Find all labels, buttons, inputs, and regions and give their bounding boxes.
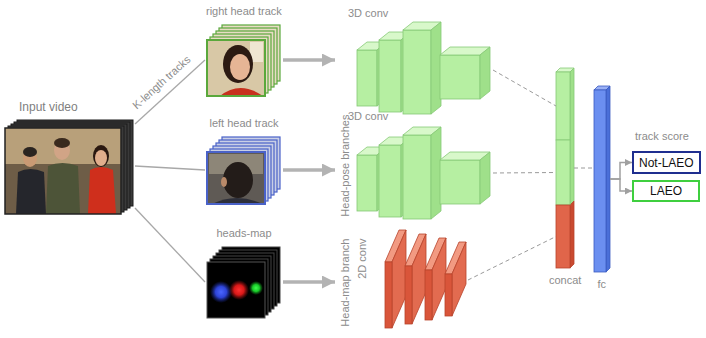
video-frames bbox=[95, 150, 107, 166]
fc-bar-art bbox=[606, 86, 610, 272]
conv3d-blocks bbox=[403, 135, 431, 219]
video-frames bbox=[46, 163, 80, 214]
concat-bar: concat bbox=[556, 68, 574, 268]
conv2d-slabs bbox=[445, 274, 452, 316]
conv3d-blocks bbox=[440, 160, 480, 204]
output-annotation: track score bbox=[635, 130, 689, 143]
heads-map-frames bbox=[249, 281, 263, 295]
right-track-frames bbox=[207, 40, 265, 96]
layer-label: fc bbox=[598, 278, 607, 291]
connector bbox=[283, 168, 335, 172]
fc-bar-art bbox=[594, 90, 606, 272]
node-label: Input video bbox=[19, 100, 78, 114]
left-track-frames bbox=[221, 177, 227, 187]
connector bbox=[135, 208, 205, 282]
track-annotation: K-length tracks bbox=[130, 53, 193, 112]
conv3d-blocks bbox=[480, 47, 490, 99]
left-track-frames bbox=[207, 152, 265, 204]
left-track-frames bbox=[207, 137, 280, 204]
concat-bar-art bbox=[556, 205, 570, 268]
conv3d-blocks bbox=[480, 152, 490, 204]
layer-label: 3D conv bbox=[348, 7, 388, 20]
fc-bar-art bbox=[594, 86, 610, 272]
left-track-frames bbox=[223, 162, 253, 198]
concat-bar-art bbox=[556, 68, 574, 268]
output-box: Not-LAEO bbox=[632, 151, 701, 174]
left-track-frames bbox=[207, 152, 265, 204]
fc-bar: fc bbox=[594, 86, 610, 272]
layer-label: concat bbox=[549, 274, 581, 287]
branch-annotation: Head-pose branches bbox=[339, 114, 352, 216]
video-frames bbox=[88, 167, 116, 214]
connector bbox=[135, 166, 205, 170]
conv3d-blocks bbox=[357, 155, 377, 211]
conv3d-blocks bbox=[357, 127, 490, 219]
conv2d-slabs bbox=[425, 270, 432, 320]
connector bbox=[283, 58, 335, 62]
heads-map: heads-map bbox=[205, 244, 283, 320]
class-label: Not-LAEO bbox=[639, 156, 694, 170]
branch-annotation: Head-map branch bbox=[339, 238, 352, 326]
conv2d-slabs bbox=[405, 266, 412, 324]
video-stack: Input video bbox=[5, 118, 135, 216]
conv2d-branch: 2D conv bbox=[335, 228, 468, 332]
right-track-frames bbox=[223, 45, 253, 83]
class-label: LAEO bbox=[650, 184, 682, 198]
connector bbox=[493, 172, 556, 174]
heads-map-frames bbox=[207, 247, 280, 318]
node-label: left head track bbox=[210, 117, 279, 130]
output-box: LAEO bbox=[632, 180, 700, 202]
heads-map-frames bbox=[229, 280, 249, 300]
layer-label: 3D conv bbox=[348, 110, 388, 123]
video-frames bbox=[5, 128, 121, 214]
connector bbox=[493, 70, 556, 106]
right-track-frames bbox=[207, 40, 265, 96]
concat-bar-art bbox=[556, 72, 570, 140]
concat-bar-art bbox=[556, 140, 570, 205]
conv3d-blocks bbox=[440, 55, 480, 99]
heads-map-frames bbox=[210, 281, 232, 303]
heads-map-frames bbox=[207, 262, 265, 318]
connectors bbox=[135, 60, 632, 282]
conv2d-slabs bbox=[385, 262, 392, 328]
conv3d-blocks bbox=[403, 30, 431, 114]
video-frames bbox=[23, 147, 37, 157]
conv3d-branch: 3D conv bbox=[335, 22, 493, 118]
conv3d-branch: 3D conv bbox=[335, 125, 493, 221]
conv3d-blocks bbox=[357, 50, 377, 106]
conv2d-slabs bbox=[385, 230, 466, 328]
conv2d-slabs bbox=[392, 230, 406, 328]
connector bbox=[610, 163, 632, 180]
conv3d-blocks bbox=[431, 127, 441, 219]
layer-label: 2D conv bbox=[356, 238, 369, 278]
video-frames bbox=[54, 138, 70, 148]
conv3d-blocks bbox=[431, 22, 441, 114]
right-track-frames bbox=[230, 54, 250, 80]
video-frames bbox=[5, 128, 121, 214]
conv2d-slabs bbox=[452, 242, 466, 316]
connector bbox=[283, 280, 335, 284]
connector bbox=[610, 179, 632, 191]
video-frames bbox=[93, 145, 109, 167]
head-track: left head track bbox=[205, 134, 283, 206]
conv3d-blocks bbox=[379, 145, 401, 217]
video-frames bbox=[16, 169, 46, 214]
conv3d-blocks bbox=[357, 22, 490, 114]
node-label: heads-map bbox=[217, 227, 272, 240]
head-track: right head track bbox=[205, 22, 283, 98]
connector bbox=[468, 237, 556, 281]
conv3d-blocks bbox=[379, 40, 401, 112]
right-track-frames bbox=[220, 88, 263, 96]
concat-bar-art bbox=[570, 68, 574, 205]
conv2d-slabs bbox=[432, 238, 446, 320]
connector bbox=[574, 168, 594, 169]
right-track-frames bbox=[207, 25, 280, 96]
node-label: right head track bbox=[206, 5, 282, 18]
conv2d-slabs bbox=[412, 234, 426, 324]
concat-bar-art bbox=[570, 201, 574, 268]
video-frames bbox=[5, 120, 133, 214]
